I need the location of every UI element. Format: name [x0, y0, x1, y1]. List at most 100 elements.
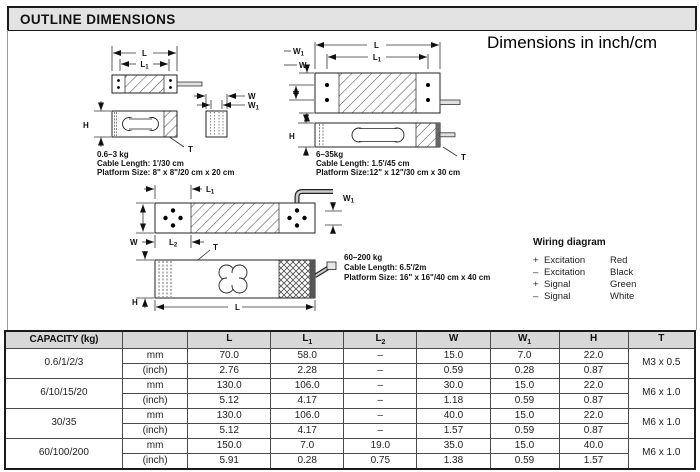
dim-lines — [136, 185, 342, 311]
value-cell: 22.0 — [558, 377, 629, 394]
value-cell: 7.0 — [489, 348, 560, 364]
wiring-name: Excitation — [544, 255, 586, 266]
side-view — [314, 122, 456, 148]
wiring-color: White — [610, 291, 635, 302]
dim-lines — [94, 46, 245, 148]
wiring-row: – Excitation Black — [533, 267, 698, 279]
col-header-capacity: CAPACITY (kg) — [4, 330, 123, 349]
side-view — [111, 110, 178, 138]
value-cell: 5.12 — [187, 422, 272, 439]
wiring-row: + Signal Green — [533, 279, 698, 291]
value-cell: 4.17 — [270, 392, 345, 409]
wiring-title: Wiring diagram — [533, 237, 606, 248]
value-cell: 58.0 — [270, 348, 345, 364]
wiring-sign: – — [533, 267, 539, 278]
value-cell: 150.0 — [187, 437, 272, 454]
value-cell: 2.28 — [270, 362, 345, 379]
value-cell: 5.91 — [187, 452, 272, 470]
table-row: (inch) 2.76 2.28 – 0.59 0.28 0.87 — [5, 362, 695, 379]
thread-cell: M3 x 0.5 — [627, 348, 696, 379]
wiring-row: + Excitation Red — [533, 255, 698, 267]
col-header-L1: L1 — [270, 330, 345, 349]
unit-cell: mm — [121, 348, 189, 364]
wiring-row: – Signal White — [533, 291, 698, 303]
col-header-L2: L2 — [343, 330, 418, 349]
dim-label-W: W — [299, 61, 307, 70]
dim-label-H: H — [83, 121, 89, 130]
dim-label-T: T — [461, 153, 466, 162]
unit-cell: (inch) — [121, 392, 189, 409]
col-header-W1: W1 — [489, 330, 560, 349]
value-cell: 15.0 — [489, 377, 560, 394]
value-cell: 5.12 — [187, 392, 272, 409]
dimensions-table: CAPACITY (kg) L L1 L2 W W1 H T 0.6/1/2/3… — [4, 330, 696, 470]
table-row: 60/100/200 mm 150.0 7.0 19.0 35.0 15.0 4… — [4, 437, 696, 470]
units-note: Dimensions in inch/cm — [487, 33, 658, 52]
value-cell: 22.0 — [558, 407, 629, 424]
dim-label-L1: L1 — [373, 53, 382, 64]
dim-label-L1: L1 — [140, 60, 149, 71]
value-cell: 0.28 — [270, 452, 345, 470]
dim-label-L2: L2 — [169, 238, 178, 249]
top-view — [314, 72, 461, 114]
platform-size-large: Platform Size: 16" x 16"/40 cm x 40 cm — [344, 273, 490, 282]
dim-label-H: H — [289, 132, 295, 141]
dim-label-T: T — [188, 145, 193, 154]
wiring-color: Black — [610, 267, 634, 278]
content-frame — [7, 30, 697, 330]
value-cell: 130.0 — [187, 407, 272, 424]
wiring-color: Green — [610, 279, 637, 290]
value-cell: 7.0 — [270, 437, 345, 454]
dim-label-H: H — [132, 298, 138, 307]
page-title: OUTLINE DIMENSIONS — [20, 11, 176, 27]
col-header-W: W — [416, 330, 491, 349]
value-cell: 40.0 — [416, 407, 491, 424]
value-cell: 15.0 — [489, 407, 560, 424]
value-cell: – — [343, 407, 418, 424]
capacity-cell: 6/10/15/20 — [4, 377, 123, 409]
platform-size-medium: Platform Size:12" x 12"/30 cm x 30 cm — [316, 168, 460, 177]
unit-cell: mm — [121, 437, 189, 454]
capacity-cell: 0.6/1/2/3 — [4, 348, 123, 379]
value-cell: – — [343, 392, 418, 409]
wiring-name: Signal — [544, 279, 571, 290]
value-cell: 0.75 — [343, 452, 418, 470]
section-header-bar: OUTLINE DIMENSIONS — [7, 6, 697, 31]
value-cell: 0.59 — [489, 422, 560, 439]
value-cell: – — [343, 422, 418, 439]
capacity-range-large: 60–200 kg — [344, 253, 382, 262]
value-cell: 35.0 — [416, 437, 491, 454]
value-cell: 0.28 — [489, 362, 560, 379]
col-header-L: L — [187, 330, 272, 349]
capacity-range-small: 0.6–3 kg — [97, 150, 129, 159]
value-cell: 0.59 — [489, 452, 560, 470]
col-header-H: H — [558, 330, 629, 349]
col-header-T: T — [627, 330, 696, 349]
dim-label-L: L — [374, 41, 379, 50]
value-cell: 0.59 — [489, 392, 560, 409]
dim-label-L: L — [142, 49, 147, 58]
dim-label-W: W — [248, 92, 256, 101]
table-row: (inch) 5.91 0.28 0.75 1.38 0.59 1.57 — [5, 452, 695, 470]
wiring-diagram: Wiring diagram + Excitation Red – Excita… — [533, 237, 698, 303]
value-cell: 1.57 — [558, 452, 629, 470]
capacity-cell: 60/100/200 — [4, 437, 123, 470]
drawing-small-loadcell: L L1 W W1 H T 0.6–3 kg Cable Length: 1'/… — [83, 46, 260, 177]
wiring-sign: + — [533, 279, 539, 290]
unit-cell: mm — [121, 407, 189, 424]
dim-label-T: T — [213, 243, 218, 252]
dim-lines — [284, 42, 458, 157]
unit-cell: (inch) — [121, 452, 189, 470]
value-cell: 2.76 — [187, 362, 272, 379]
value-cell: 22.0 — [558, 348, 629, 364]
value-cell: 30.0 — [416, 377, 491, 394]
drawing-large-loadcell: L1 W L2 W1 T H L 60–200 kg Cable Length:… — [130, 185, 490, 312]
cable-length-medium: Cable Length: 1.5'/45 cm — [316, 159, 409, 168]
table-row: (inch) 5.12 4.17 – 1.18 0.59 0.87 — [5, 392, 695, 409]
value-cell: 0.59 — [416, 362, 491, 379]
table-header-row: CAPACITY (kg) L L1 L2 W W1 H T — [4, 330, 696, 349]
value-cell: 0.87 — [558, 422, 629, 439]
unit-cell: mm — [121, 377, 189, 394]
platform-size-small: Platform Size: 8" x 8"/20 cm x 20 cm — [97, 168, 234, 177]
value-cell: 106.0 — [270, 377, 345, 394]
